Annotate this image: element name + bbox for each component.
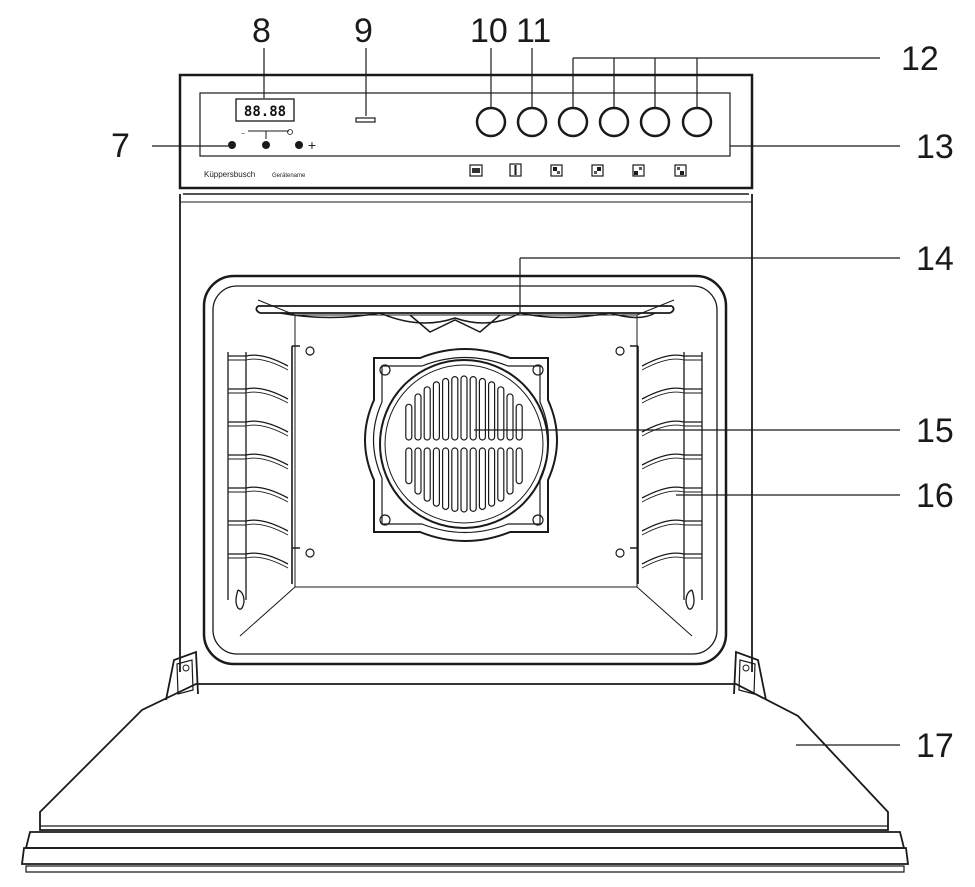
shelf-mount-screws: [305, 346, 625, 558]
callout-13: 13: [916, 128, 954, 166]
oven-back-wall: [294, 314, 638, 588]
callout-14: 14: [916, 240, 954, 278]
callout-9: 9: [354, 12, 373, 50]
minus-symbol: −: [241, 131, 245, 138]
clock-display-digits: 88.88: [244, 104, 286, 120]
oven-cavity-frame: [202, 274, 728, 666]
model-name: Gerätename: [272, 173, 306, 179]
hob-zone-icon-3: [632, 164, 645, 177]
function-selector-knob[interactable]: [475, 106, 507, 138]
timer-plus-button[interactable]: [295, 141, 303, 149]
brand-name: Küppersbusch: [204, 170, 255, 179]
hob-knob-3[interactable]: [639, 106, 671, 138]
knob-symbols: [469, 163, 687, 177]
hob-knob-4[interactable]: [681, 106, 713, 138]
fan-cover: [364, 348, 558, 542]
callout-15: 15: [916, 412, 954, 450]
temperature-knob[interactable]: [516, 106, 548, 138]
indicator-light: [355, 117, 376, 123]
callout-10: 10: [470, 12, 508, 50]
hob-zone-icon-1: [550, 164, 563, 177]
callout-17: 17: [916, 727, 954, 765]
plus-symbol: +: [308, 137, 316, 153]
thermometer-icon: [509, 163, 522, 177]
door-hinge-left: [165, 650, 199, 701]
clock-display: [235, 98, 295, 122]
callout-8: 8: [252, 12, 271, 50]
shelf-runners-left: [227, 345, 300, 610]
grill-heating-element: [255, 305, 675, 333]
oven-function-icon: [469, 164, 483, 177]
callout-labels: 7 8 9 10 11 12 13 14 15 16 17: [111, 12, 954, 765]
door-hinge-right: [733, 650, 767, 701]
shelf-runners-right: [630, 345, 703, 610]
fan-grille-slots: [405, 375, 523, 513]
hob-knob-2[interactable]: [598, 106, 630, 138]
timer-minus-button[interactable]: [228, 141, 236, 149]
callout-16: 16: [916, 477, 954, 515]
timer-set-button[interactable]: [262, 141, 270, 149]
callout-7: 7: [111, 127, 130, 165]
callout-leaders: [152, 48, 900, 746]
control-knobs: [475, 106, 713, 138]
oven-body: [179, 194, 753, 672]
oven-door[interactable]: [20, 650, 910, 873]
control-panel: 88.88 − +: [178, 73, 754, 195]
hob-knob-1[interactable]: [557, 106, 589, 138]
hob-zone-icon-2: [591, 164, 604, 177]
panel-inner-frame: [199, 92, 731, 157]
callout-11: 11: [516, 12, 551, 50]
callout-12: 12: [901, 40, 939, 78]
hob-zone-icon-4: [674, 164, 687, 177]
